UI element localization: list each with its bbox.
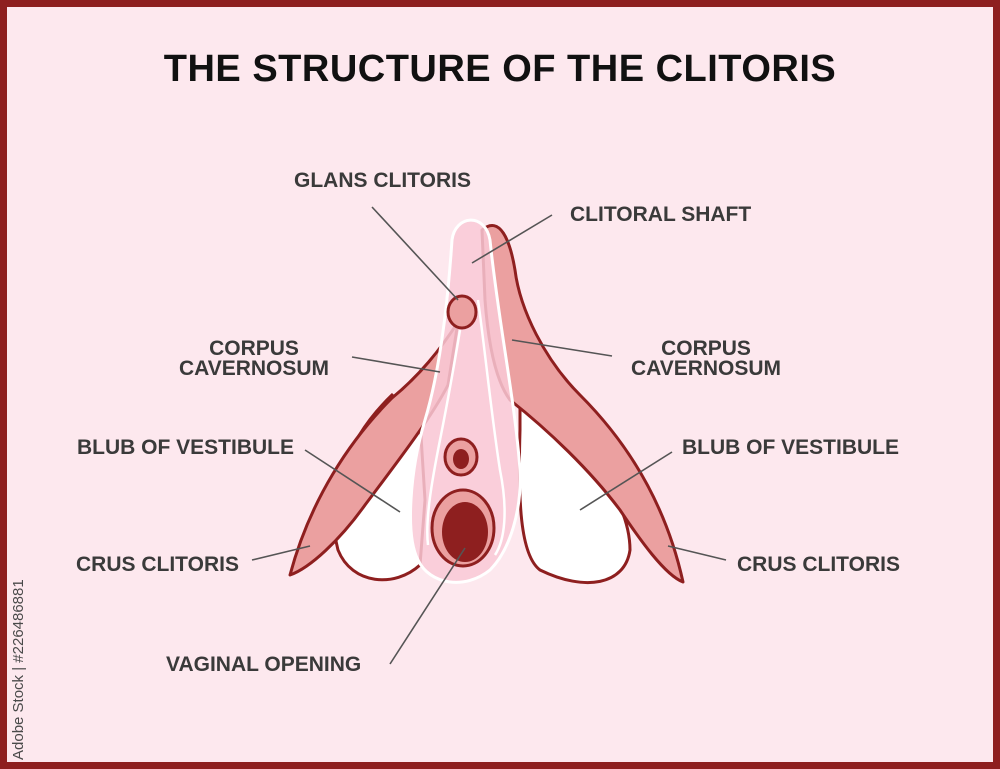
leader-crus-right: [667, 545, 727, 561]
stock-watermark-id: Adobe Stock | #226486881: [10, 579, 27, 760]
crus-clitoris-left: [288, 320, 460, 577]
label-crus-left: CRUS CLITORIS: [76, 553, 239, 576]
leader-bulb-left: [304, 449, 401, 513]
shaft-inner-fold: [426, 329, 462, 546]
leader-vaginal: [389, 547, 466, 665]
urethral-opening-inner: [453, 449, 469, 469]
label-bulb-right: BLUB OF VESTIBULE: [682, 436, 900, 459]
clitoral-shaft: [409, 218, 522, 584]
label-crus-right: CRUS CLITORIS: [737, 553, 900, 576]
leader-shaft: [471, 214, 553, 264]
label-corpus-left-line2: CAVERNOSUM: [178, 357, 330, 380]
glans-clitoris: [446, 294, 478, 330]
leader-corpus-right: [511, 339, 613, 357]
vaginal-opening-inner: [442, 502, 488, 562]
leader-crus-left: [251, 545, 311, 561]
label-vaginal-opening: VAGINAL OPENING: [166, 653, 362, 676]
leader-glans: [371, 206, 459, 301]
label-corpus-left-line1: CORPUS: [209, 337, 299, 360]
diagram-title: THE STRUCTURE OF THE CLITORIS: [163, 48, 837, 90]
shaft-inner-fold-right: [476, 299, 506, 556]
label-corpus-right-line2: CAVERNOSUM: [630, 357, 782, 380]
leader-bulb-right: [579, 451, 673, 511]
label-corpus-right-line1: CORPUS: [661, 337, 751, 360]
label-glans-clitoris: GLANS CLITORIS: [294, 169, 471, 192]
label-clitoral-shaft: CLITORAL SHAFT: [570, 203, 752, 226]
label-bulb-left: BLUB OF VESTIBULE: [77, 436, 295, 459]
leader-corpus-left: [351, 356, 441, 373]
